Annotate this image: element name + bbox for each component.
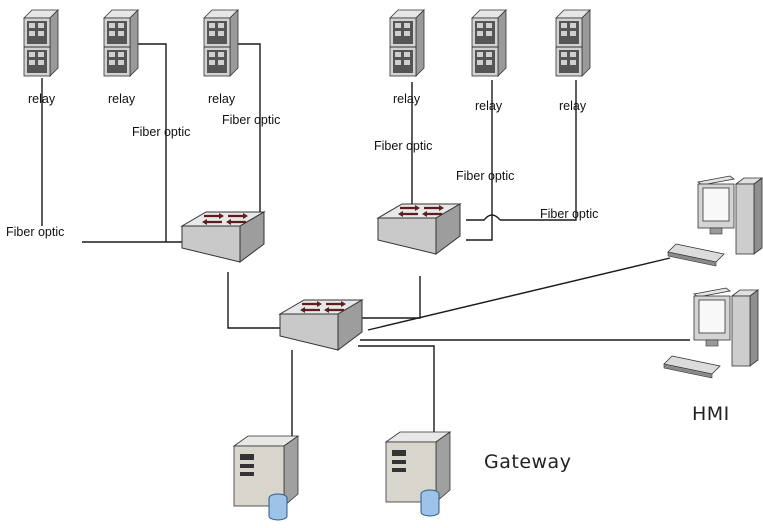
server-icon [233, 435, 299, 521]
hmi-label: HMI [692, 403, 730, 425]
relay-icon [23, 9, 59, 77]
relay-label: relay [28, 92, 56, 106]
fiber-optic-label: Fiber optic [374, 139, 432, 153]
wire-relay-2 [138, 43, 167, 242]
wire-server-2 [358, 345, 435, 432]
server-icon [385, 431, 451, 517]
network-switch-icon [180, 210, 266, 264]
fiber-optic-label: Fiber optic [6, 225, 64, 239]
relay-label: relay [559, 99, 587, 113]
wire-crossover [466, 214, 501, 221]
relay-label: relay [475, 99, 503, 113]
network-switch-icon [278, 298, 364, 352]
fiber-optic-label: Fiber optic [456, 169, 514, 183]
relay-icon [471, 9, 507, 77]
relay-label: relay [108, 92, 136, 106]
fiber-optic-label: Fiber optic [132, 125, 190, 139]
connections [41, 43, 690, 436]
relay-label: relay [208, 92, 236, 106]
wire-relay-5 [466, 80, 493, 241]
wire-relay-3 [232, 43, 261, 226]
fiber-optic-label: Fiber optic [222, 113, 280, 127]
relay-icon [103, 9, 139, 77]
computer-workstation-icon [667, 175, 763, 267]
gateway-label: Gateway [484, 451, 571, 473]
relay-icon [555, 9, 591, 77]
computer-workstation-icon [663, 287, 759, 379]
fiber-optic-label: Fiber optic [540, 207, 598, 221]
network-switch-icon [376, 202, 462, 256]
relay-icon [203, 9, 239, 77]
wire-right-switch-center [360, 276, 421, 319]
relay-label: relay [393, 92, 421, 106]
wire-workstation-1 [367, 257, 671, 331]
wire-relay-6 [500, 80, 577, 221]
relay-icon [389, 9, 425, 77]
wire-left-switch-center [227, 272, 282, 329]
